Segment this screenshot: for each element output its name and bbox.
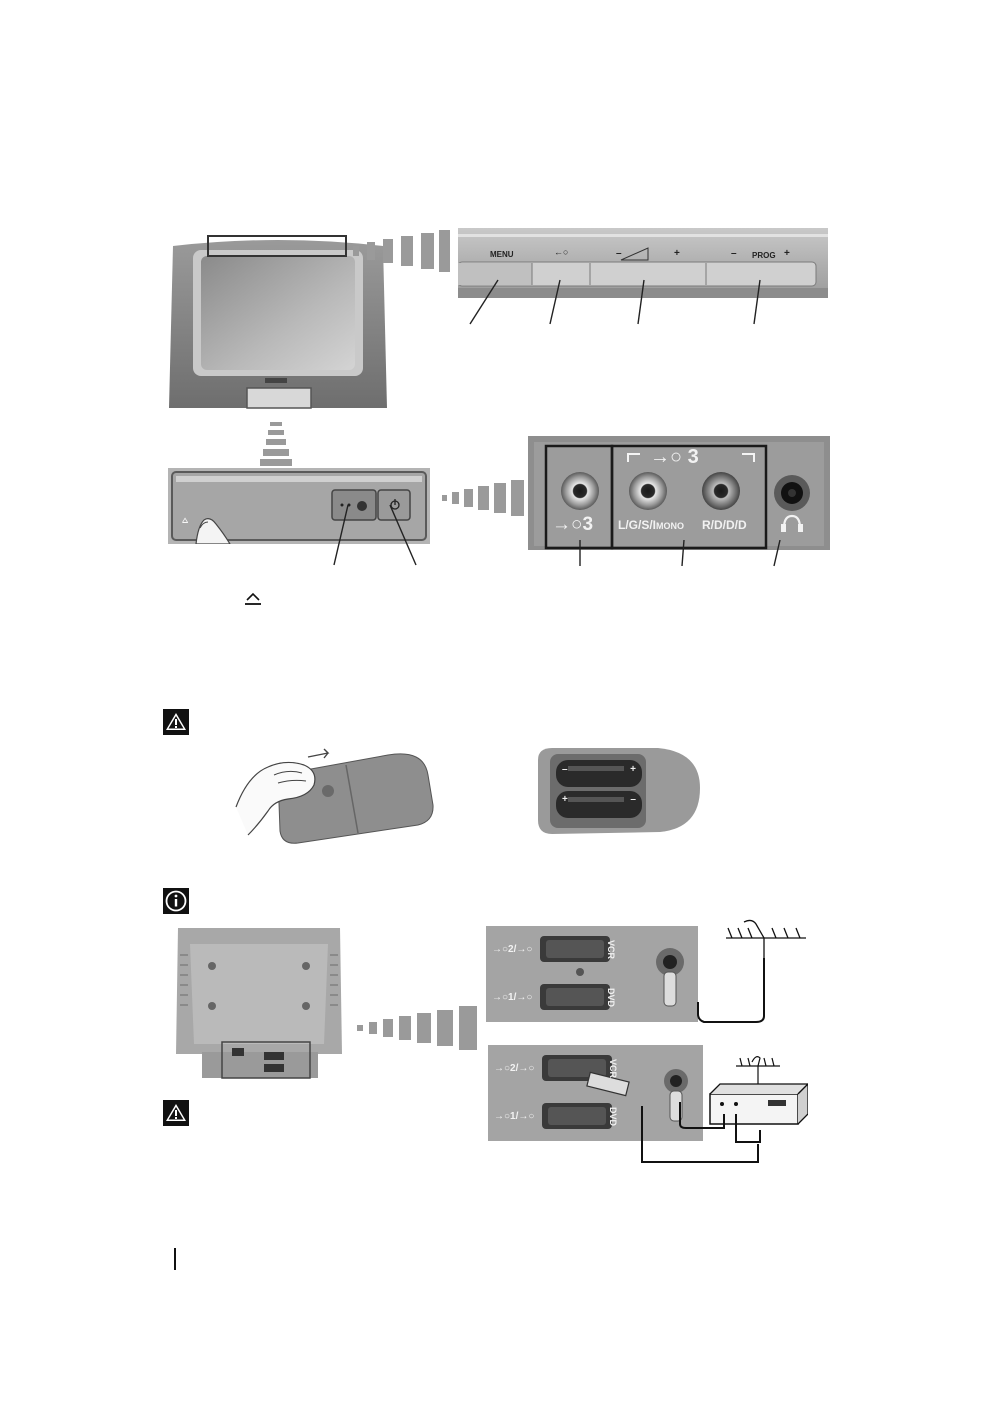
flap-leader-lines xyxy=(333,505,417,566)
scart-dvd-label-2: DVD xyxy=(608,1107,618,1127)
battery-top-polarity: – + xyxy=(562,764,636,775)
warning-icon xyxy=(163,709,189,735)
mono-text: MONO xyxy=(656,521,685,531)
scart2-label: →○2/→○ xyxy=(492,944,533,955)
scart1-label: →○1/→○ xyxy=(492,992,533,1003)
audio-left-label: L/G/S/IMONO xyxy=(618,518,684,532)
volume-plus-label: + xyxy=(674,248,680,259)
audio-right-label: R/D/D/D xyxy=(702,518,747,532)
scart2-label-vcr: →○2/→○ xyxy=(494,1063,535,1074)
antenna-cable-illustration xyxy=(697,919,806,1023)
magnify-wedge-rear xyxy=(357,1006,477,1050)
prog-label: PROG xyxy=(752,251,776,260)
battery-bottom-polarity: + – xyxy=(562,794,636,805)
info-icon xyxy=(163,888,189,914)
magnify-wedge-top xyxy=(353,230,450,272)
scart-vcr-label: VCR xyxy=(606,940,616,960)
av-input-panel: →○ 3 →○3 L/G/S/IMONO R/D/D/D xyxy=(528,436,830,550)
tv-front-illustration xyxy=(169,235,387,409)
video-jack-label: →○3 xyxy=(552,514,594,535)
front-button-panel: MENU ←○ – + – PROG + xyxy=(458,228,828,298)
scart-connection-vcr-photo: →○2/→○ →○1/→○ VCR DVD xyxy=(488,1045,703,1141)
warning-icon-rear xyxy=(163,1100,189,1126)
vcr-antenna-cable-illustration xyxy=(641,1056,808,1163)
av3-bracket-label: →○ 3 xyxy=(650,446,699,468)
scart-connection-antenna-photo: →○2/→○ →○1/→○ VCR DVD xyxy=(486,926,698,1022)
remote-cover-removal-photo xyxy=(228,745,443,845)
open-flap-icon xyxy=(245,592,261,605)
scart1-label-vcr: →○1/→○ xyxy=(494,1111,535,1122)
scart-vcr-label-2: VCR xyxy=(608,1059,618,1079)
tv-rear-photo xyxy=(166,924,352,1082)
volume-minus-label: – xyxy=(616,248,622,259)
magnify-wedge-down xyxy=(260,422,292,466)
front-flap-panel: ⩟ xyxy=(168,468,430,544)
magnify-wedge-av xyxy=(442,480,524,516)
page-margin-bar xyxy=(174,1248,176,1270)
prog-plus-label: + xyxy=(784,248,790,259)
av-leader-lines xyxy=(579,540,781,567)
flap-open-symbol: ⩟ xyxy=(182,515,189,526)
input-button-label: ←○ xyxy=(554,247,569,257)
audio-left-text: L/G/S/I xyxy=(618,518,657,532)
front-panel-leader-lines xyxy=(469,279,761,325)
prog-minus-label: – xyxy=(731,248,737,259)
remote-battery-compartment-photo: – + + – xyxy=(538,748,700,834)
scart-dvd-label: DVD xyxy=(606,988,616,1008)
menu-button-label: MENU xyxy=(490,250,514,259)
